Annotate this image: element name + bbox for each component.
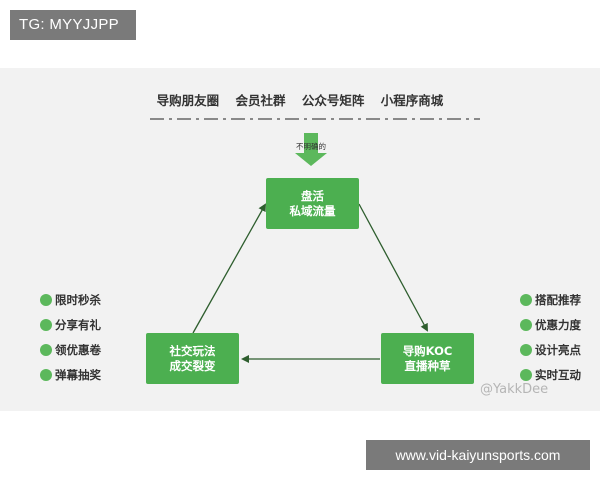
channel-item: 公众号矩阵 (301, 93, 365, 108)
node-line: 私域流量 (289, 203, 336, 218)
feature-item: 分享有礼 (40, 317, 101, 333)
feature-label: 搭配推荐 (535, 293, 581, 307)
url-overlay-label: www.vid-kaiyunsports.com (366, 440, 590, 470)
channel-item: 小程序商城 (380, 93, 444, 108)
channel-list: 导购朋友圈 会员社群 公众号矩阵 小程序商城 (0, 90, 600, 109)
channel-item: 会员社群 (235, 93, 286, 108)
node-private-traffic: 盘活 私域流量 (266, 178, 359, 229)
feature-label: 实时互动 (535, 368, 581, 382)
arrow-left-to-top (192, 203, 266, 334)
node-line: 直播种草 (404, 358, 451, 373)
down-arrow-icon (295, 133, 327, 166)
bullet-dot-icon (520, 294, 532, 306)
feature-label: 优惠力度 (535, 318, 581, 332)
feature-label: 领优惠卷 (55, 343, 101, 357)
bullet-dot-icon (40, 344, 52, 356)
node-guide-koc: 导购KOC 直播种草 (381, 333, 474, 384)
feature-item: 优惠力度 (520, 317, 581, 333)
right-feature-list: 搭配推荐 优惠力度 设计亮点 实时互动 (520, 292, 581, 392)
node-line: 成交裂变 (169, 358, 216, 373)
left-feature-list: 限时秒杀 分享有礼 领优惠卷 弹幕抽奖 (40, 292, 101, 392)
node-social-play: 社交玩法 成交裂变 (146, 333, 239, 384)
feature-label: 弹幕抽奖 (55, 368, 101, 382)
bullet-dot-icon (40, 369, 52, 381)
feature-label: 分享有礼 (55, 318, 101, 332)
diagram-panel (0, 68, 600, 411)
hint-label: 不明确的 (296, 142, 326, 151)
feature-label: 限时秒杀 (55, 293, 101, 307)
bullet-dot-icon (40, 319, 52, 331)
feature-item: 设计亮点 (520, 342, 581, 358)
channel-item: 导购朋友圈 (156, 93, 220, 108)
bullet-dot-icon (520, 319, 532, 331)
bullet-dot-icon (520, 369, 532, 381)
feature-label: 设计亮点 (535, 343, 581, 357)
tg-overlay-label: TG: MYYJJPP (10, 10, 136, 40)
node-line: 社交玩法 (169, 343, 216, 358)
bullet-dot-icon (520, 344, 532, 356)
feature-item: 领优惠卷 (40, 342, 101, 358)
feature-item: 弹幕抽奖 (40, 367, 101, 383)
feature-item: 搭配推荐 (520, 292, 581, 308)
dash-divider (150, 118, 480, 120)
feature-item: 限时秒杀 (40, 292, 101, 308)
bullet-dot-icon (40, 294, 52, 306)
arrow-top-to-right (358, 203, 428, 332)
node-line: 盘活 (301, 188, 324, 203)
feature-item: 实时互动 (520, 367, 581, 383)
node-line: 导购KOC (402, 343, 453, 358)
watermark-text: @YakkDee (480, 382, 549, 397)
